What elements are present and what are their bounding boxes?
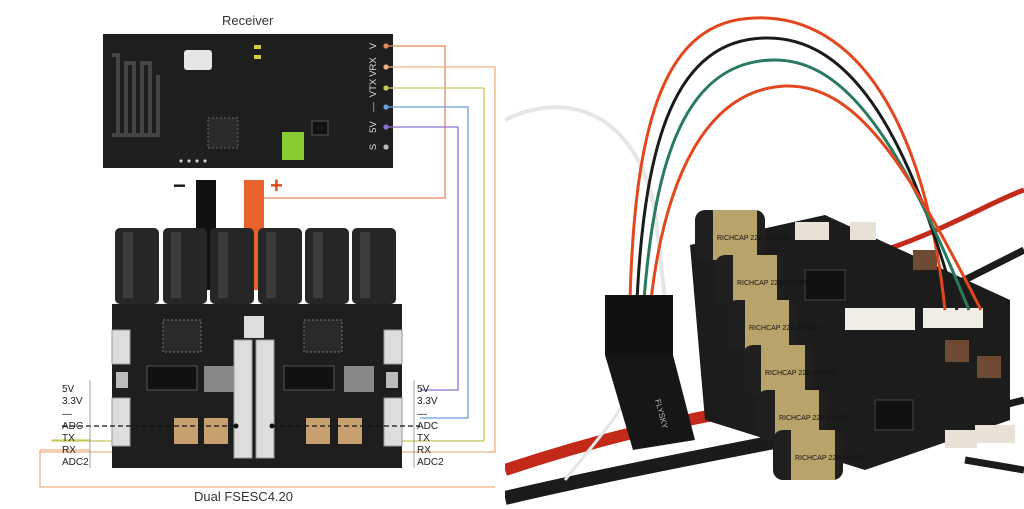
minus-sign: − xyxy=(173,173,186,198)
esc-right-port-label: TX xyxy=(417,433,430,444)
antenna-trace xyxy=(112,53,160,137)
esc-inductor-right xyxy=(344,366,374,392)
receiver-pin-label: 5V xyxy=(368,121,379,133)
product-photo: RICHCAP 220uF/100V RICHCAP 220uF/100V RICH… xyxy=(505,0,1024,509)
photo-capacitors: RICHCAP 220uF/100V RICHCAP 220uF/100V RICH… xyxy=(695,210,867,480)
esc-left-port-label: RX xyxy=(62,445,76,456)
plus-sign: + xyxy=(270,173,283,198)
capacitor-label: RICHCAP 220uF/100V xyxy=(795,455,867,462)
esc-left-port-label: — xyxy=(62,409,72,420)
esc-left-port-label: 5V xyxy=(62,384,75,395)
capacitor xyxy=(305,228,349,304)
esc-right-port-label: 3.3V xyxy=(417,396,438,407)
receiver-crystal xyxy=(184,50,212,70)
receiver-led-1 xyxy=(254,45,261,49)
receiver-pins xyxy=(383,43,389,150)
capacitor-label: RICHCAP 220uF/100V xyxy=(779,415,851,422)
esc-right-port-label: ADC xyxy=(417,421,439,432)
wire-5v xyxy=(386,126,459,391)
receiver-title: Receiver xyxy=(222,13,274,28)
esc-driver-left xyxy=(146,365,198,391)
capacitor-label: RICHCAP 220uF/100V xyxy=(717,235,789,242)
capacitor-label: RICHCAP 220uF/100V xyxy=(765,370,837,377)
receiver-led-2 xyxy=(254,55,261,59)
esc-left-port-label: 3.3V xyxy=(62,396,83,407)
capacitor xyxy=(258,228,302,304)
esc-inductor-left xyxy=(204,366,234,392)
capacitor-label: RICHCAP 220uF/100V xyxy=(749,325,821,332)
esc-chip-right xyxy=(303,319,343,353)
receiver-pin-label: VRX xyxy=(368,57,379,77)
wire-tx-left xyxy=(51,439,90,441)
wire-gnd xyxy=(386,106,469,419)
receiver-green-part xyxy=(282,132,304,160)
wire-v xyxy=(258,45,446,199)
receiver-transistor xyxy=(311,120,329,136)
capacitor xyxy=(352,228,396,304)
esc-left-port-label: TX xyxy=(62,433,75,444)
receiver-board xyxy=(103,34,393,168)
esc-right-port-label: ADC2 xyxy=(417,457,444,468)
receiver-pin-label: — xyxy=(368,102,379,112)
capacitor-row xyxy=(115,228,396,304)
esc-right-port-label: 5V xyxy=(417,384,430,395)
capacitor xyxy=(210,228,254,304)
wire-adc2-left xyxy=(39,452,495,488)
esc-left-port-label: ADC xyxy=(62,421,84,432)
capacitor xyxy=(115,228,159,304)
esc-right-port-label: RX xyxy=(417,445,431,456)
receiver-pin-label: S xyxy=(368,144,379,150)
flysky-receiver: FLYSKY xyxy=(605,295,695,450)
capacitor xyxy=(163,228,207,304)
board-title: Dual FSESC4.20 xyxy=(194,489,293,504)
capacitor-label: RICHCAP 220uF/100V xyxy=(737,280,809,287)
esc-chip-left xyxy=(162,319,202,353)
wire-vrx xyxy=(39,66,496,453)
receiver-pin-label: VTX xyxy=(368,78,379,97)
esc-right-port-label: — xyxy=(417,409,427,420)
receiver-pin-label: V xyxy=(368,42,379,49)
esc-connector-top xyxy=(244,316,264,338)
esc-driver-right xyxy=(283,365,335,391)
esc-left-port-label: ADC2 xyxy=(62,457,89,468)
receiver-chip xyxy=(207,117,239,149)
esc-mosfets xyxy=(174,418,362,444)
